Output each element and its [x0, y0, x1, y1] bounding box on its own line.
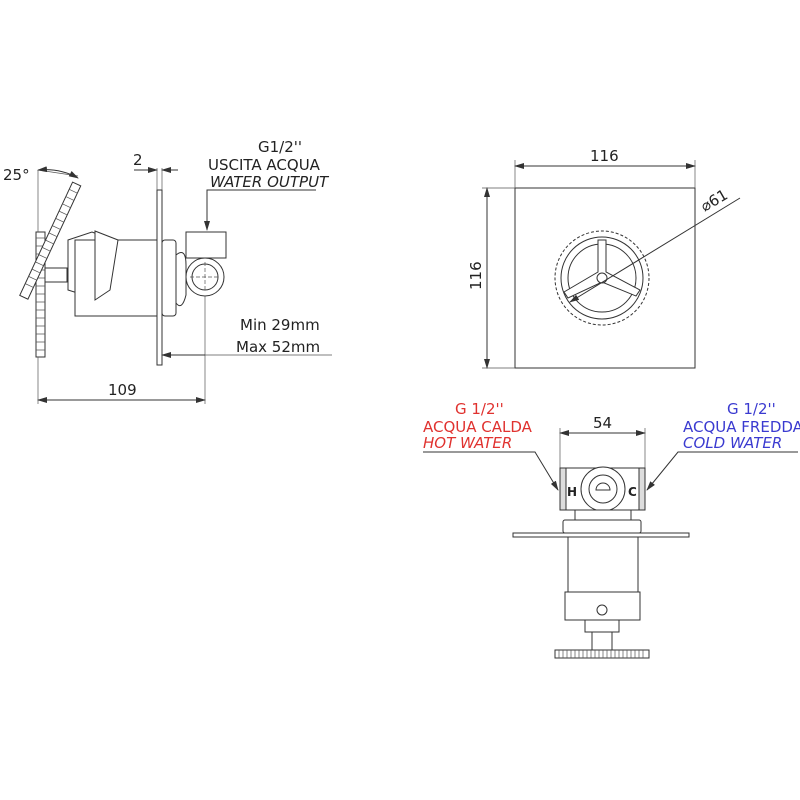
cold-inlet-cap	[638, 467, 646, 511]
flange	[562, 519, 642, 534]
hot-thread-label: G 1/2''	[455, 400, 504, 418]
cold-thread-label: G 1/2''	[727, 400, 776, 418]
stem	[44, 267, 68, 283]
valve-body	[567, 536, 639, 593]
outlet-thread-label: G1/2''	[258, 138, 302, 156]
min-depth-label: Min 29mm	[240, 316, 320, 334]
outlet-block	[185, 231, 227, 259]
knob-center	[596, 272, 608, 284]
width-label: 116	[590, 147, 619, 165]
angle-label: 25°	[3, 166, 30, 184]
cold-en-label: COLD WATER	[683, 434, 782, 452]
stem-nut	[584, 619, 620, 633]
stem	[591, 631, 613, 651]
height-label: 116	[467, 261, 485, 290]
set-screw	[596, 604, 608, 616]
outlet-en-label: WATER OUTPUT	[210, 173, 330, 191]
valve-neck	[574, 509, 632, 521]
knob-diameter-label: ⌀61	[698, 186, 731, 216]
knob-spokes	[563, 239, 641, 299]
cold-mark: C	[628, 485, 637, 499]
connector	[175, 252, 187, 307]
handle-collar	[94, 230, 119, 301]
inlet-spacing-label: 54	[593, 414, 612, 432]
knob-gear-tilted	[19, 181, 82, 300]
outlet-it-label: USCITA ACQUA	[208, 156, 321, 174]
hot-en-label: HOT WATER	[423, 434, 512, 452]
hot-mark: H	[567, 485, 577, 499]
total-depth-label: 109	[108, 381, 137, 399]
max-depth-label: Max 52mm	[236, 338, 320, 356]
wall-plate	[512, 532, 690, 538]
hot-it-label: ACQUA CALDA	[423, 418, 533, 436]
wall-plate	[156, 189, 163, 366]
side-view: 25° 2 G1/2'' USCITA ACQUA WATER OUTPUT M…	[3, 138, 332, 404]
flange	[161, 239, 177, 317]
knob-gear	[554, 649, 650, 659]
front-view: 116 116 ⌀61	[467, 147, 741, 369]
bottom-view: 54 H C G 1/2'' ACQUA CALDA HOT WATER G 1…	[423, 400, 800, 659]
plate-thickness-label: 2	[133, 151, 143, 169]
hot-inlet-cap	[559, 467, 567, 511]
cold-it-label: ACQUA FREDDA	[683, 418, 800, 436]
